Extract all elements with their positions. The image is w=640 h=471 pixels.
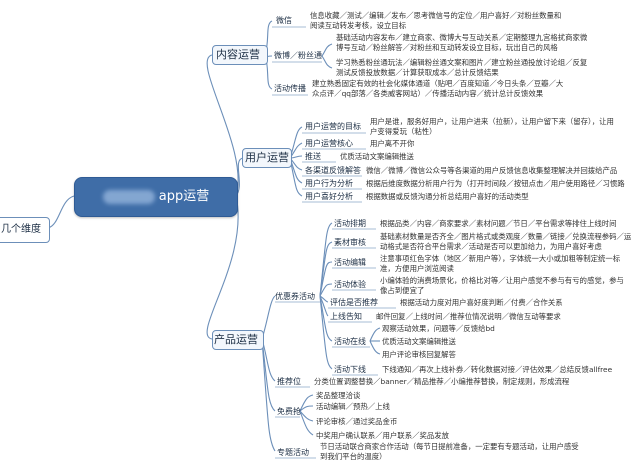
content-weixin-line1: 信息收藏／测试／编辑／发布／思考微信号的定位／用户喜好／对粉丝数量和 bbox=[310, 11, 562, 20]
product-slot-value: 分类位置调整替换／banner／精品推荐／小编推荐替换，制定规则，形成流程 bbox=[314, 377, 570, 386]
user-core: 用户运营核心 bbox=[305, 139, 353, 148]
product-exp: 活动体验 bbox=[334, 280, 366, 289]
content-huodong-line1: 建立熟悉固定有效的社会化媒体通道（贴吧／百度知道／今日头条／豆瓣／大 bbox=[312, 79, 564, 88]
branch-content-box[interactable] bbox=[212, 45, 268, 65]
product-recommend-value: 根据活动力度对用户喜好度判断／付费／合作关系 bbox=[400, 298, 563, 307]
product-slot: 推荐位 bbox=[277, 377, 301, 386]
product-free-line4: 中奖用户确认联系／用户联系／奖品发放 bbox=[316, 431, 450, 440]
dimensions-node[interactable]: 几个维度 bbox=[0, 217, 50, 243]
content-weibo-line4: 测试反馈投放数据／计算获取成本／总计反馈结果 bbox=[336, 68, 499, 77]
product-free: 免费抢 bbox=[277, 407, 301, 416]
product-offline: 活动下线 bbox=[334, 365, 366, 374]
product-material-line2: 动格式是否符合平台需求／活动是否可以更加给力，为用户喜好考虑 bbox=[380, 242, 602, 251]
branch-content-label: 内容运营 bbox=[216, 48, 260, 61]
product-topic-line1: 节日活动联合商家合作活动（每节日提前准备，一定要有专题活动，让用户感受 bbox=[320, 442, 579, 451]
branch-user-label: 用户运营 bbox=[245, 151, 289, 164]
product-online-value: 邮件回复／上线时间／推荐位情况说明／微信互动等要求 bbox=[376, 312, 561, 321]
root-node[interactable]: app运营 bbox=[74, 177, 238, 217]
user-channel-value: 微信／微博／微信公众号等各渠道的用户反馈信息收集整理解决并回拨给产品 bbox=[366, 166, 618, 175]
product-plan-value: 根据品类／内容／商家要求／素材问题／节日／平台需求等排住上线时间 bbox=[380, 219, 617, 228]
user-behavior-value: 根据后维度数据分析用户行为（打开时间段／按钮点击／用户使用路径／习惯路 bbox=[366, 179, 625, 188]
product-exp-line2: 像占到便宜了 bbox=[380, 286, 425, 295]
product-youhui: 优惠券活动 bbox=[275, 292, 315, 301]
user-channel: 各渠道反馈解答 bbox=[305, 166, 361, 175]
product-material-line1: 基础素材数量是否齐全／图片格式或类观度／数量／链接／兑换流程参码／运 bbox=[380, 232, 632, 241]
user-target-line2: 户变得爱玩（粘性） bbox=[370, 127, 437, 136]
content-weibo: 微博／粉丝通 bbox=[274, 51, 322, 60]
user-target: 用户运营的目标 bbox=[305, 122, 361, 131]
product-live: 活动在线 bbox=[334, 337, 366, 346]
product-material: 素材审核 bbox=[334, 238, 366, 247]
product-recommend: 评估是否推荐 bbox=[330, 298, 378, 307]
content-weixin-line2: 阅读互动转发考核，设立目标 bbox=[310, 21, 407, 30]
product-offline-value: 下线通知／再次上线补券／转化数据对接／评估效果／总结反馈allfree bbox=[382, 365, 613, 374]
content-weixin: 微信 bbox=[276, 16, 292, 25]
user-push-value: 优质活动文案编辑推送 bbox=[340, 152, 414, 161]
product-topic-line2: 到我们平台的温度） bbox=[320, 452, 387, 461]
product-live-line2: 优质活动文案编辑推送 bbox=[382, 337, 456, 346]
product-free-line3: 评论审核／通过奖品金币 bbox=[316, 417, 398, 426]
product-edit-line2: 准，方便用户浏览阅读 bbox=[380, 264, 454, 273]
content-weibo-line1: 基础活动内容发布／建立商家、微博大号互动关系／定期整理九宫格扰商家微 bbox=[336, 33, 588, 42]
product-plan: 活动排期 bbox=[334, 219, 366, 228]
content-huodong: 活动传播 bbox=[274, 84, 306, 93]
product-topic: 专题活动 bbox=[277, 448, 309, 457]
redacted-app-name bbox=[102, 189, 155, 204]
product-free-line1: 奖品整理洽谈 bbox=[316, 391, 361, 400]
user-core-value: 用户离不开你 bbox=[370, 139, 415, 148]
user-push: 推送 bbox=[305, 152, 321, 161]
product-online: 上线告知 bbox=[330, 312, 362, 321]
branch-product-label: 产品运营 bbox=[214, 333, 258, 346]
user-target-line1: 用户是谁，服务好用户，让用户进来（拉新），让用户留下来（留存），让用 bbox=[370, 117, 614, 126]
branch-user-box[interactable] bbox=[242, 148, 292, 168]
user-favor: 用户喜好分析 bbox=[305, 192, 353, 201]
content-weibo-line3: 学习熟悉粉丝通玩法／编辑粉丝通文案和图片／建立粉丝通投放讨论组／反复 bbox=[336, 58, 588, 67]
product-live-line1: 观察活动效果，问题等／反馈给bd bbox=[382, 324, 495, 333]
product-live-line3: 用户评论审核回复解答 bbox=[382, 350, 456, 359]
product-free-line2: 活动编辑／预热／上线 bbox=[316, 402, 390, 411]
user-favor-value: 根据数据或反馈沟通分析总结用户喜好的活动类型 bbox=[366, 192, 529, 201]
branch-product-box[interactable] bbox=[212, 330, 264, 350]
user-behavior: 用户行为分析 bbox=[305, 179, 353, 188]
product-edit: 活动编辑 bbox=[334, 258, 366, 267]
root-label: app运营 bbox=[158, 189, 210, 204]
content-weibo-line2: 博号互动／粉丝解答／对粉丝和互动转发设立目标，玩出自己的风格 bbox=[336, 43, 558, 52]
content-huodong-line2: 众点评／qq部落／各类威客网站）／传播活动内容／统计总计反馈效果 bbox=[312, 89, 544, 98]
product-edit-line1: 注意事项红色字体（地区／新用户等），字体统一大小或加粗等制定统一标 bbox=[380, 254, 621, 263]
product-exp-line1: 小编体验的消费场景化，价格比对等／让用户感觉不参与有亏的感觉，参与 bbox=[380, 276, 624, 285]
